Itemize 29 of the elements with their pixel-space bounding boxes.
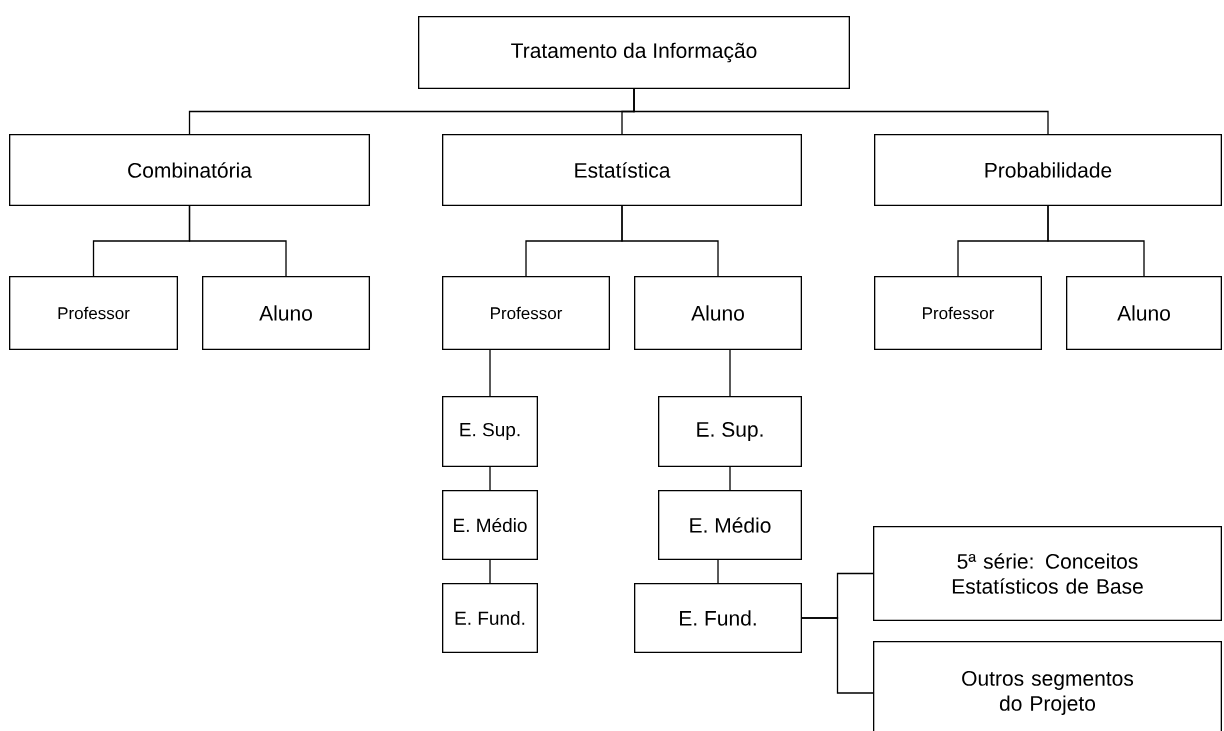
connector-line [489,559,491,584]
connector-line [621,205,719,277]
box: E. Médio [658,490,802,560]
connector-line [1047,205,1145,277]
box: Aluno [634,276,802,350]
box: Professor [9,276,178,350]
box: Professor [874,276,1042,350]
connector-line [188,205,287,277]
box: E. Sup. [442,396,538,467]
box: Estatística [442,134,802,206]
connector-line [489,349,491,397]
connector-line [633,88,1049,135]
box: E. Fund. [442,583,538,653]
box: Probabilidade [874,134,1222,206]
box: E. Fund. [634,583,802,653]
connector-line [489,466,491,491]
connector-line [801,617,874,694]
box: E. Sup. [658,396,802,467]
box: Tratamento da Informação [418,16,850,89]
box: E. Médio [442,490,538,560]
box: Outros segmentos do Projeto [873,641,1222,731]
connector-line [729,466,731,491]
box: Aluno [1066,276,1222,350]
box: Professor [442,276,610,350]
box: 5ª série: Conceitos Estatísticos de Base [873,526,1222,621]
box: Aluno [202,276,370,350]
box: Combinatória [9,134,370,206]
connector-line [729,349,731,397]
connector-line [717,559,719,584]
